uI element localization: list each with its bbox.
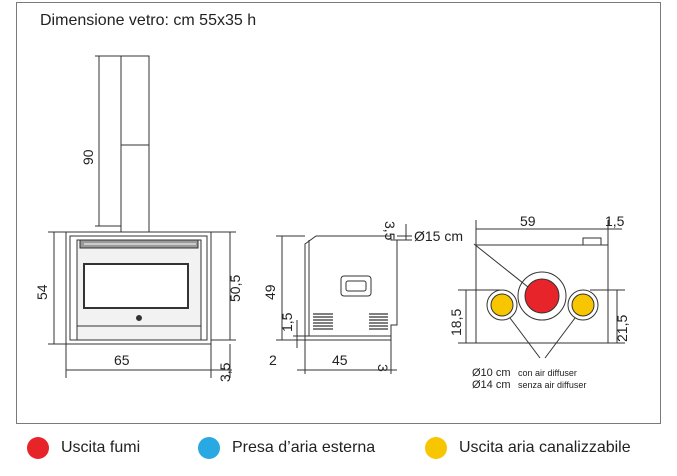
dim-right-height-label: 21,5 bbox=[614, 315, 630, 342]
drawing-frame bbox=[16, 2, 661, 424]
top-back-tab bbox=[582, 237, 602, 246]
stove-outer-frame bbox=[65, 231, 212, 345]
dim-inner-height-label: 50,5 bbox=[227, 275, 243, 302]
dim-base-label: 3,5 bbox=[217, 362, 233, 382]
right-duct-yellow bbox=[571, 293, 595, 317]
note-line-1: Ø10 cm con air diffuser bbox=[472, 363, 577, 380]
dim-side-height-label: 49 bbox=[262, 284, 278, 300]
legend-label: Uscita aria canalizzabile bbox=[459, 439, 631, 456]
dim-side-offset-label: 2 bbox=[269, 352, 277, 368]
blue-dot-icon bbox=[198, 437, 220, 459]
dim-side-depth-label: 45 bbox=[332, 352, 348, 368]
side-view bbox=[276, 224, 412, 374]
left-duct-yellow bbox=[490, 293, 514, 317]
dim-side-back-label: 3 bbox=[375, 364, 391, 372]
stove-glass bbox=[83, 263, 189, 309]
side-vents bbox=[313, 313, 388, 330]
logo-mark bbox=[136, 315, 142, 321]
dim-top-edge-label: 1,5 bbox=[605, 213, 625, 229]
leader-flue bbox=[473, 243, 529, 288]
stove-base bbox=[76, 325, 202, 341]
flue-pipe bbox=[120, 55, 150, 233]
dim-flue-height-label: 90 bbox=[80, 149, 96, 165]
legend-label: Presa d’aria esterna bbox=[232, 439, 376, 456]
yellow-dot-icon bbox=[425, 437, 447, 459]
legend-item-ducted-air-outlet: Uscita aria canalizzabile bbox=[425, 435, 631, 461]
front-view bbox=[48, 55, 236, 378]
glass-dimension-title: Dimensione vetro: cm 55x35 h bbox=[40, 12, 257, 29]
dim-left-height-label: 18,5 bbox=[448, 309, 464, 336]
note-line-2: Ø14 cm senza air diffuser bbox=[472, 375, 586, 392]
dim-top-width-label: 59 bbox=[520, 213, 536, 229]
dim-width-label: 65 bbox=[114, 352, 130, 368]
red-dot-icon bbox=[27, 437, 49, 459]
legend-label: Uscita fumi bbox=[61, 439, 141, 456]
dim-height-label: 54 bbox=[34, 284, 50, 300]
dim-flue-diameter-label: Ø15 cm bbox=[414, 228, 463, 244]
top-view bbox=[458, 220, 625, 359]
technical-drawing: 90 54 50,5 65 3,5 49 bbox=[34, 55, 630, 392]
legend-item-flue-exhaust: Uscita fumi bbox=[27, 435, 140, 461]
dim-side-small-label: 1,5 bbox=[279, 312, 295, 332]
flue-outlet-red bbox=[524, 278, 560, 314]
legend-item-external-air-intake: Presa d’aria esterna bbox=[198, 435, 375, 461]
dim-side-top-label: 3,5 bbox=[382, 221, 398, 241]
